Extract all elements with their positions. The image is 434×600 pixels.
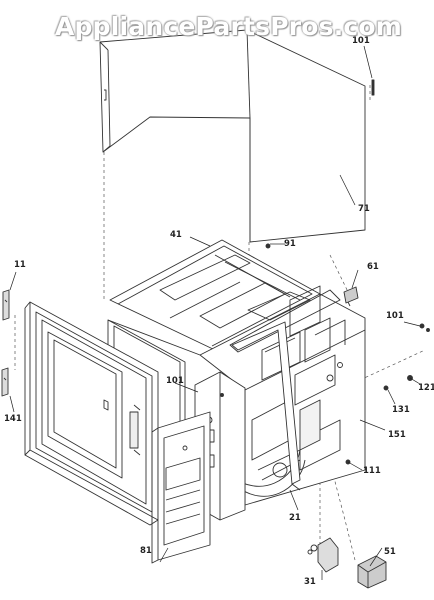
callout-141: 141 xyxy=(4,414,22,424)
callout-101-left: 101 xyxy=(166,376,184,386)
bracket-part xyxy=(357,555,387,589)
duct-strip xyxy=(231,321,301,491)
hardware-part xyxy=(307,537,339,573)
callout-131: 131 xyxy=(392,405,410,415)
chassis-cavity xyxy=(109,239,321,351)
callout-11: 11 xyxy=(14,260,26,270)
callout-71: 71 xyxy=(358,204,370,214)
watermark-logo: AppliancePartsPros.com xyxy=(55,12,403,41)
door-assembly xyxy=(24,301,159,526)
callout-121: 121 xyxy=(418,383,434,393)
callout-61: 61 xyxy=(367,262,379,272)
callout-101-right: 101 xyxy=(386,311,404,321)
callout-101-top: 101 xyxy=(352,36,370,46)
control-panel xyxy=(151,411,211,564)
callout-111: 111 xyxy=(363,466,381,476)
cabinet-wrapper xyxy=(99,29,366,243)
door-latch-strips xyxy=(1,289,10,397)
callout-51: 51 xyxy=(384,547,396,557)
leader-lines xyxy=(9,45,421,580)
callout-31: 31 xyxy=(304,577,316,587)
callout-41: 41 xyxy=(170,230,182,240)
screws xyxy=(220,79,430,465)
callout-91: 91 xyxy=(284,239,296,249)
callout-81: 81 xyxy=(140,546,152,556)
callout-21: 21 xyxy=(289,513,301,523)
callout-151: 151 xyxy=(388,430,406,440)
switch-part xyxy=(343,286,359,307)
